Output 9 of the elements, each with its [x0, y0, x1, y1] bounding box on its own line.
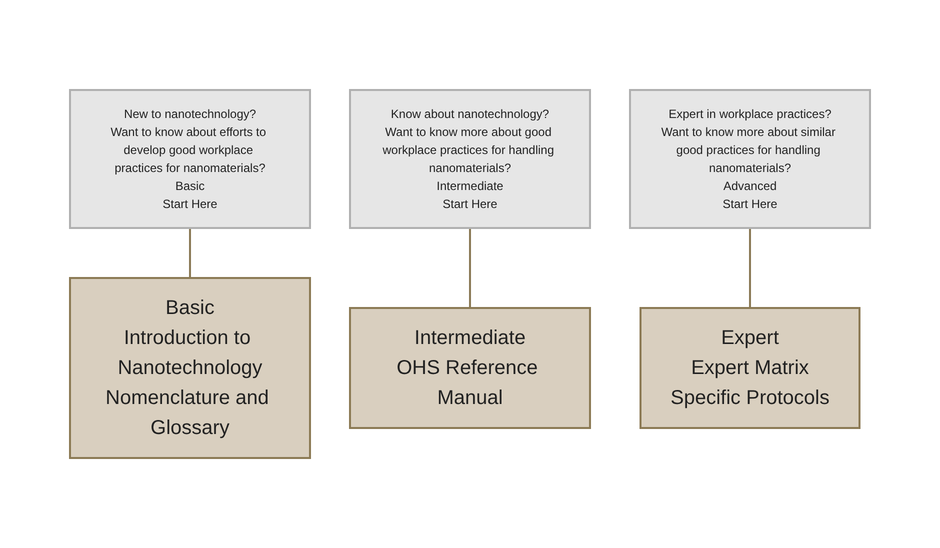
connector — [189, 228, 191, 278]
node-box: Expert Expert Matrix Specific Protocols — [640, 307, 860, 429]
node-box: Know about nanotechnology? Want to know more about good workplace practices for handling nanomaterials? Intermediate Start Here — [349, 89, 591, 229]
node-box: Intermediate OHS Reference Manual — [349, 307, 591, 429]
connector — [749, 228, 751, 308]
node-box: Expert in workplace practices? Want to know more about similar good practices for handling nanomaterials? Advanced Start Here — [629, 89, 871, 229]
connector — [469, 228, 471, 308]
node-box: Basic Introduction to Nanotechnology Nomenclature and Glossary — [69, 277, 311, 459]
node-box: New to nanotechnology? Want to know about efforts to develop good workplace practices for nanomaterials? Basic Start Here — [69, 89, 311, 229]
